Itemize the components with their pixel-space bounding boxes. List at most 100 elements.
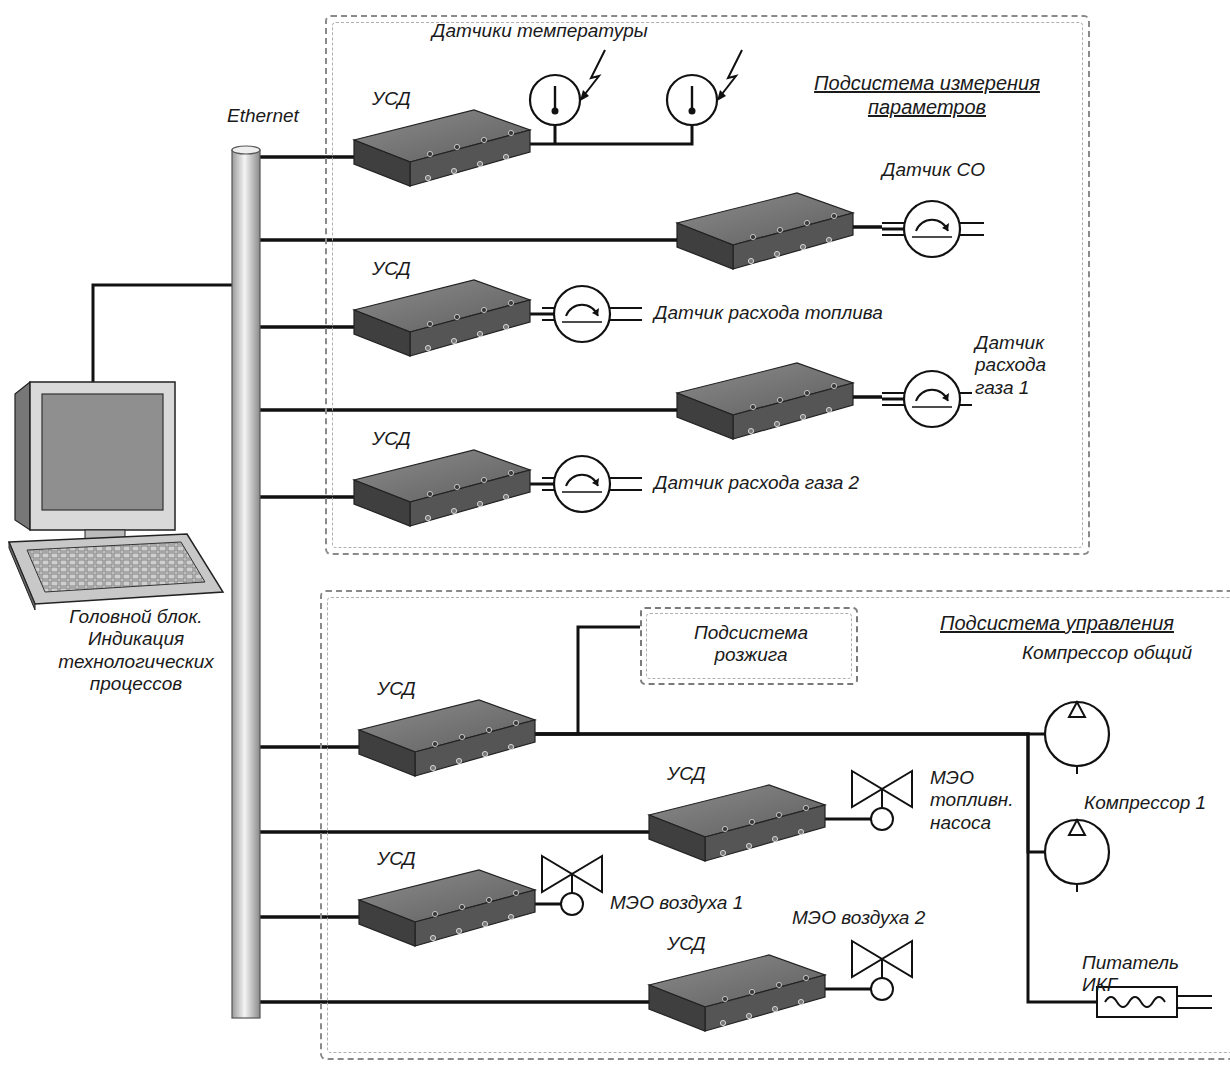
drawing-part (904, 371, 960, 427)
wire-connector (93, 285, 232, 382)
wire-connector (260, 745, 359, 749)
drawing-part (649, 955, 825, 1031)
device-box (357, 862, 537, 947)
drawing-part (552, 108, 559, 115)
drawing-part (882, 228, 905, 231)
drawing-part (354, 110, 530, 186)
drawing-part (566, 305, 598, 316)
wire-connector (825, 818, 871, 821)
drawing-part (916, 220, 948, 231)
drawing-part (9, 542, 35, 610)
drawing-part (27, 542, 205, 592)
node-label: Ethernet (227, 105, 300, 127)
drawing-part (1177, 1007, 1212, 1009)
drawing-part (580, 90, 589, 101)
node-label: Датчик CO (882, 159, 992, 181)
co-sensor: Датчик CO (872, 159, 992, 259)
valve-actuator: МЭО воздуха 1 (542, 852, 772, 922)
node-label: Компрессор общий (997, 642, 1217, 664)
device-box (677, 363, 853, 439)
drawing-part (354, 450, 530, 526)
drawing-part (1047, 1001, 1097, 1004)
valve-actuator: МЭО воздуха 2 (792, 907, 962, 1002)
drawing-part (691, 86, 693, 108)
label-slot: УСД (667, 933, 715, 955)
node-label: УСД (377, 678, 425, 700)
drawing-part (530, 75, 580, 125)
drawing-part (959, 222, 984, 224)
drawing-part (359, 870, 535, 946)
drawing-part (15, 382, 30, 530)
drawing-part (1045, 820, 1109, 884)
drawing-part (942, 223, 949, 231)
node-label: Питатель ИКГ (1082, 952, 1217, 997)
drawing-part (912, 406, 952, 408)
device-box (352, 272, 532, 357)
drawing-part (881, 959, 883, 978)
ignition-subsystem: Подсистема розжига (640, 607, 858, 685)
drawing-part (1045, 702, 1109, 766)
node-label: УСД (372, 428, 420, 450)
drawing-part (1076, 766, 1078, 774)
label-slot: УСД (667, 763, 715, 785)
drawing-part (959, 392, 972, 394)
drawing-part (722, 50, 742, 94)
wire-connector (260, 915, 359, 919)
drawing-part (882, 392, 905, 394)
device-box (352, 102, 532, 187)
label-slot: Ethernet (227, 105, 300, 127)
drawing-part (571, 874, 573, 893)
usd-device: УСД (647, 763, 827, 862)
wire-connector (260, 155, 354, 159)
usd-device: УСД (647, 933, 827, 1032)
device-box (677, 193, 853, 269)
drawing-part (871, 978, 893, 1000)
label-slot: УСД (377, 678, 425, 700)
label-slot: Датчики температуры (432, 20, 672, 42)
node-label: УСД (377, 848, 425, 870)
wire-connector (260, 495, 354, 499)
drawing-part (542, 477, 555, 479)
drawing-part (232, 146, 260, 154)
node-label: УСД (372, 258, 420, 280)
valve-actuator: МЭО топливн. насоса (847, 767, 1027, 862)
drawing-part (882, 398, 905, 401)
label-slot: Подсистема управления (922, 612, 1192, 636)
drawing-part (554, 286, 610, 342)
drawing-part (912, 236, 952, 238)
wire-connector (825, 988, 871, 991)
drawing-part (959, 234, 984, 236)
wire-connector (535, 734, 1047, 1002)
drawing-part (542, 856, 572, 892)
label-slot: УСД (372, 428, 420, 450)
node-label: Подсистема розжига (686, 622, 816, 667)
flow-sensor: Датчик расхода газа 1 (872, 332, 1057, 437)
drawing-part (717, 90, 726, 101)
device-box (647, 947, 827, 1032)
drawing-part (1105, 997, 1165, 1007)
device-box (352, 442, 532, 527)
drawing-part (882, 404, 905, 406)
node-label: Датчик расхода газа 1 (975, 332, 1053, 399)
label-slot: Датчик расхода газа 2 (654, 472, 892, 494)
node-label: УСД (372, 88, 420, 110)
usd-device: УСД (352, 88, 532, 187)
subsystem-region: Подсистема измерения параметровУСДДатчик… (325, 15, 1090, 555)
drawing-part (609, 477, 642, 479)
drawing-part (232, 150, 260, 1018)
drawing-part (554, 456, 610, 512)
wire-connector (535, 627, 640, 734)
label-slot: Подсистема розжига (686, 622, 816, 667)
wire-connector (260, 227, 882, 240)
drawing-part (871, 808, 893, 830)
node-label: Датчик расхода газа 2 (654, 472, 892, 494)
drawing-part (882, 234, 905, 236)
label-slot: Подсистема измерения параметров (797, 72, 1057, 119)
drawing-part (609, 489, 642, 491)
usd-device: УСД (357, 848, 537, 947)
ethernet-pipe (225, 105, 300, 1020)
label-slot: Головной блок. Индикация технологических… (45, 606, 227, 696)
drawing-part (30, 382, 175, 530)
wire-connector (260, 1000, 649, 1004)
head-unit: Головной блок. Индикация технологических… (5, 370, 245, 720)
